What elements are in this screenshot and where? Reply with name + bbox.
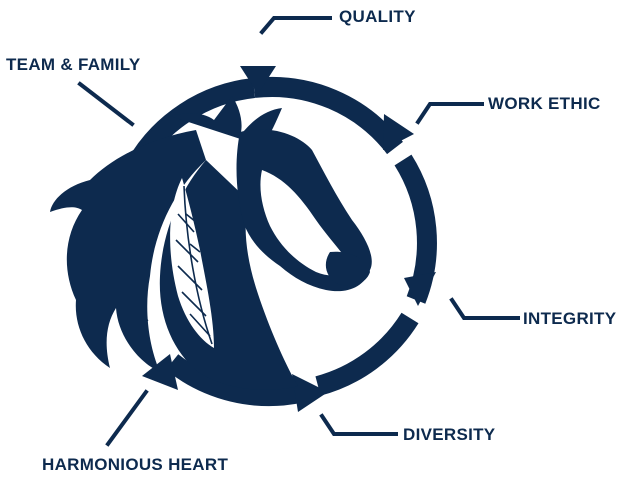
ring-segment-lower-right bbox=[315, 312, 419, 396]
leader-diversity bbox=[319, 413, 398, 436]
leader-work bbox=[415, 102, 484, 125]
arrow-integrity-icon bbox=[404, 272, 436, 306]
value-label-integrity: INTEGRITY bbox=[523, 309, 617, 328]
horse-head-with-feather-icon bbox=[50, 96, 372, 390]
arrow-diversity-icon bbox=[292, 374, 328, 412]
leader-team bbox=[77, 81, 135, 127]
horse-muzzle bbox=[325, 251, 370, 286]
value-label-work-ethic: WORK ETHIC bbox=[488, 94, 601, 113]
arrow-quality-icon bbox=[240, 66, 276, 94]
horse-neck bbox=[159, 160, 298, 390]
value-label-quality: QUALITY bbox=[339, 7, 416, 26]
ring-segment-bottom bbox=[165, 354, 302, 407]
horse-eye-icon bbox=[278, 192, 300, 203]
leader-harmonious bbox=[105, 389, 149, 447]
ring-segment-top bbox=[252, 76, 403, 155]
feather-lines bbox=[175, 185, 213, 345]
arrow-work-ethic-icon bbox=[383, 114, 414, 150]
horse-mane bbox=[50, 130, 206, 372]
leader-integrity bbox=[449, 297, 520, 320]
leader-quality bbox=[259, 16, 332, 35]
value-label-diversity: DIVERSITY bbox=[403, 425, 496, 444]
value-label-team-family: TEAM & FAMILY bbox=[6, 55, 141, 74]
leader-lines bbox=[77, 16, 520, 447]
value-label-harmonious-heart: HARMONIOUS HEART bbox=[42, 455, 229, 474]
